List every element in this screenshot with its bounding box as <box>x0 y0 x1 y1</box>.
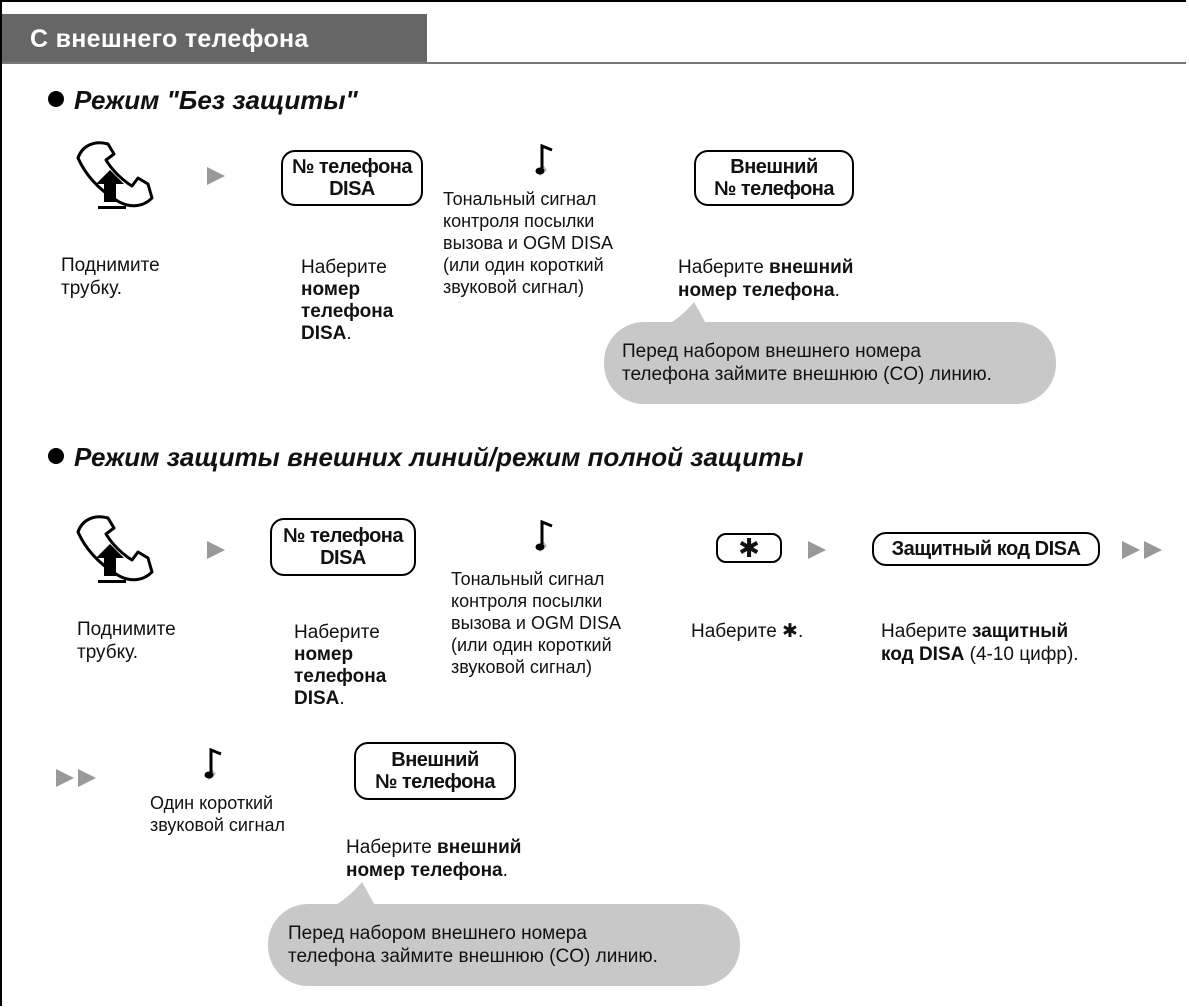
continue-arrow <box>1122 541 1162 559</box>
star-key: ✱ <box>716 533 782 563</box>
tone-line: (или один короткий <box>451 635 612 655</box>
key-line: № телефона <box>375 771 496 793</box>
next-step-arrow <box>207 167 225 185</box>
key-line: Внешний <box>391 749 479 771</box>
tone-description: Тональный сигнал контроля посылки вызова… <box>451 568 621 678</box>
caption-bold: код DISA <box>881 644 965 665</box>
step-disa-caption: Наберите номер телефона DISA. <box>301 257 393 345</box>
page-title: С внешнего телефона <box>2 14 427 64</box>
tone-line: звуковой сигнал <box>150 815 286 835</box>
caption-bold: номер <box>301 279 361 300</box>
caption-bold: защитный <box>972 621 1069 642</box>
tone-note-icon <box>535 143 553 176</box>
caption-bold: внешний <box>437 837 522 858</box>
key-line: Защитный код DISA <box>891 538 1081 560</box>
caption-line: Поднимите <box>61 255 160 276</box>
caption-text: Наберите <box>678 257 770 278</box>
key-line: № телефона <box>714 178 835 200</box>
caption-bold: номер телефона <box>678 280 835 301</box>
key-line: DISA <box>320 547 366 569</box>
caption-bold: номер телефона <box>346 860 503 881</box>
key-line: Внешний <box>730 156 818 178</box>
caption-line: Поднимите <box>77 619 176 640</box>
caption-bold: внешний <box>769 257 854 278</box>
tone-line: звуковой сигнал) <box>451 657 593 677</box>
caption-line: трубку. <box>77 642 139 663</box>
key-line: № телефона <box>292 156 413 178</box>
step-security-caption: Наберите защитный код DISA (4-10 цифр). <box>881 620 1079 666</box>
tone-line: контроля посылки <box>451 591 603 611</box>
continued-arrow <box>56 769 96 787</box>
bullet-icon <box>48 448 64 464</box>
note-bubble: Перед набором внешнего номера телефона з… <box>268 904 740 986</box>
tone-note-icon <box>535 519 553 552</box>
next-step-arrow <box>207 541 225 559</box>
caption-bold: DISA <box>301 323 347 344</box>
note-line: телефона займите внешнюю (CO) линию. <box>622 364 992 385</box>
section-heading-text: Режим защиты внешних линий/режим полной … <box>74 442 804 472</box>
caption-line: Наберите <box>294 622 380 643</box>
tone-line: Тональный сигнал <box>451 569 605 589</box>
tone-line: звуковой сигнал) <box>443 277 585 297</box>
caption-text: Наберите <box>346 837 438 858</box>
caption-bold: ✱ <box>782 621 798 642</box>
next-step-arrow <box>808 541 826 559</box>
step-disa-caption: Наберите номер телефона DISA. <box>294 622 386 710</box>
caption-punct: . <box>797 621 804 642</box>
caption-text: Наберите <box>881 621 973 642</box>
bullet-icon <box>48 91 64 107</box>
tone-line: вызова и OGM DISA <box>443 233 613 253</box>
section-heading-protection: Режим защиты внешних линий/режим полной … <box>48 442 803 473</box>
caption-bold: телефона <box>301 301 394 322</box>
tone-line: вызова и OGM DISA <box>451 613 621 633</box>
tone-line: Один короткий <box>150 793 274 813</box>
key-line: DISA <box>329 178 375 200</box>
caption-punct: . <box>346 323 352 344</box>
header-divider <box>2 62 1186 64</box>
note-line: Перед набором внешнего номера <box>288 923 587 944</box>
caption-bold: номер <box>294 644 354 665</box>
step-external-caption: Наберите внешний номер телефона. <box>346 836 521 882</box>
caption-line: трубку. <box>61 278 123 299</box>
section-heading-text: Режим "Без защиты" <box>74 85 358 115</box>
handset-lift-icon <box>76 141 154 209</box>
section-heading-no-protection: Режим "Без защиты" <box>48 85 358 116</box>
step-star-caption: Наберите ✱. <box>691 620 803 643</box>
external-number-key: Внешний № телефона <box>354 742 516 800</box>
security-code-key: Защитный код DISA <box>872 532 1100 566</box>
external-number-key: Внешний № телефона <box>694 150 854 206</box>
note-bubble: Перед набором внешнего номера телефона з… <box>604 322 1056 404</box>
caption-bold: DISA <box>294 688 340 709</box>
tone-note-icon <box>204 747 222 780</box>
step-external-caption: Наберите внешний номер телефона. <box>678 256 853 302</box>
tone-description: Тональный сигнал контроля посылки вызова… <box>443 188 613 298</box>
handset-lift-icon <box>76 515 154 583</box>
caption-text: Наберите <box>691 621 783 642</box>
caption-punct: . <box>502 860 508 881</box>
caption-bold: телефона <box>294 666 387 687</box>
note-line: телефона займите внешнюю (CO) линию. <box>288 946 658 967</box>
key-line: № телефона <box>283 525 404 547</box>
tone-line: Тональный сигнал <box>443 189 597 209</box>
caption-line: Наберите <box>301 257 387 278</box>
note-line: Перед набором внешнего номера <box>622 341 921 362</box>
caption-punct: . <box>834 280 840 301</box>
tone-line: контроля посылки <box>443 211 595 231</box>
star-key-label: ✱ <box>738 532 760 563</box>
caption-text: (4-10 цифр). <box>964 644 1079 665</box>
tone-description: Один короткий звуковой сигнал <box>150 792 285 836</box>
tone-line: (или один короткий <box>443 255 604 275</box>
disa-number-key: № телефона DISA <box>270 518 416 576</box>
disa-number-key: № телефона DISA <box>281 150 423 206</box>
caption-punct: . <box>339 688 345 709</box>
